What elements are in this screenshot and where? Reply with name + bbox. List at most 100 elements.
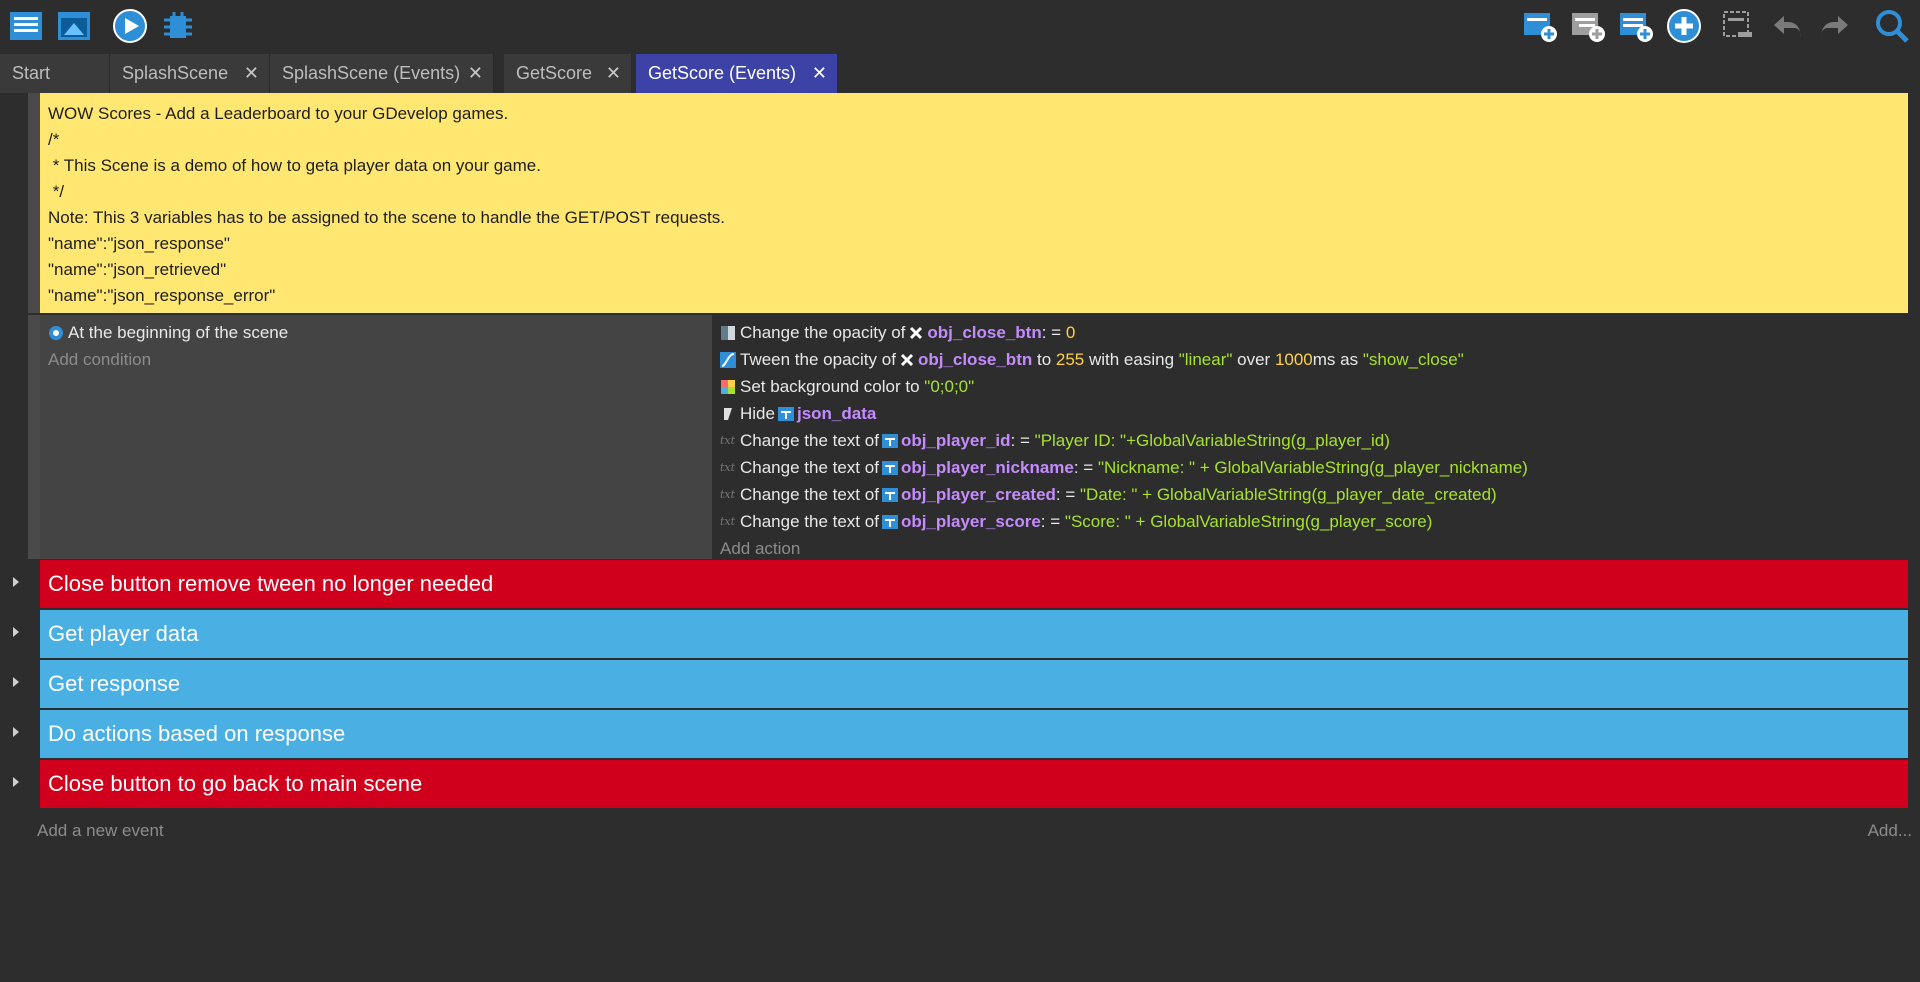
condition-text: At the beginning of the scene [68, 323, 289, 342]
debug-icon[interactable] [158, 6, 198, 46]
group-event-get-response[interactable]: Get response [40, 660, 1908, 708]
text-object-icon [881, 460, 898, 475]
action-text: Set background color to [740, 377, 925, 396]
object-name: obj_player_id [900, 431, 1011, 450]
text-action-icon: txt [720, 488, 736, 501]
comment-line: /* [48, 130, 60, 149]
toolbar [0, 0, 1920, 54]
action-row[interactable]: Set background color to "0;0;0" [720, 373, 1902, 400]
comment-line: "name":"json_response" [48, 234, 230, 253]
action-row[interactable]: Hide json_data [720, 400, 1902, 427]
comment-line: */ [48, 182, 65, 201]
close-object-icon [910, 326, 923, 339]
tab-splashscene[interactable]: SplashScene ✕ [110, 54, 270, 93]
string-value: "0;0;0" [924, 377, 975, 396]
string-value: "Date: " + GlobalVariableString(g_player… [1080, 485, 1497, 504]
operator-text: : = [1073, 458, 1098, 477]
action-text: over [1232, 350, 1275, 369]
actions-column: Change the opacity of obj_close_btn : = … [714, 315, 1908, 559]
expand-arrow-icon[interactable] [13, 577, 19, 587]
text-object-icon [881, 433, 898, 448]
close-icon[interactable]: ✕ [605, 63, 621, 83]
tab-label: GetScore [516, 63, 593, 83]
close-icon[interactable]: ✕ [243, 63, 259, 83]
action-text: Change the text of [740, 512, 879, 531]
close-icon[interactable]: ✕ [467, 63, 483, 83]
comment-line: "name":"json_retrieved" [48, 260, 227, 279]
action-text: Change the text of [740, 431, 879, 450]
close-icon[interactable]: ✕ [811, 63, 827, 83]
string-value: "show_close" [1362, 350, 1464, 369]
add-comment-icon[interactable] [1616, 6, 1656, 46]
event-gutter[interactable] [28, 315, 40, 559]
object-name: obj_player_created [900, 485, 1056, 504]
project-manager-icon[interactable] [6, 6, 46, 46]
value-text: 0 [1065, 323, 1076, 342]
undo-icon[interactable] [1768, 6, 1808, 46]
add-new-event-button[interactable]: Add a new event [37, 821, 164, 840]
tab-getscore[interactable]: GetScore ✕ [504, 54, 632, 93]
tab-start-page[interactable]: Start Page [0, 54, 110, 122]
event-gutter[interactable] [28, 93, 40, 313]
expand-arrow-icon[interactable] [13, 777, 19, 787]
object-name: obj_player_score [900, 512, 1041, 531]
object-name: obj_close_btn [917, 350, 1033, 369]
eye-icon [49, 325, 63, 340]
tab-splashscene-events[interactable]: SplashScene (Events) ✕ [270, 54, 494, 93]
expand-arrow-icon[interactable] [13, 727, 19, 737]
background-color-icon [721, 379, 735, 394]
conditions-column: At the beginning of the scene Add condit… [40, 315, 712, 559]
scene-editor-icon[interactable] [54, 6, 94, 46]
redo-icon[interactable] [1814, 6, 1854, 46]
action-row[interactable]: Change the opacity of obj_close_btn : = … [720, 319, 1902, 346]
expand-arrow-icon[interactable] [13, 627, 19, 637]
text-object-icon [881, 487, 898, 502]
string-value: "linear" [1178, 350, 1233, 369]
comment-event[interactable]: WOW Scores - Add a Leaderboard to your G… [40, 93, 1908, 313]
comment-line: Note: This 3 variables has to be assigne… [48, 208, 725, 227]
group-event-do-actions[interactable]: Do actions based on response [40, 710, 1908, 758]
events-sheet: WOW Scores - Add a Leaderboard to your G… [0, 93, 1920, 982]
tab-label: SplashScene [122, 63, 229, 83]
text-action-icon: txt [720, 515, 736, 528]
action-row[interactable]: txt Change the text of obj_player_create… [720, 481, 1902, 508]
text-object-icon [777, 406, 794, 421]
object-name: obj_close_btn [927, 323, 1042, 342]
add-other-icon[interactable] [1664, 6, 1704, 46]
preview-icon[interactable] [110, 6, 150, 46]
group-event-close-tween[interactable]: Close button remove tween no longer need… [40, 560, 1908, 608]
add-subevent-icon[interactable] [1568, 6, 1608, 46]
string-value: "Player ID: "+GlobalVariableString(g_pla… [1034, 431, 1390, 450]
string-value: "Score: " + GlobalVariableString(g_playe… [1064, 512, 1433, 531]
delete-icon[interactable] [1718, 6, 1758, 46]
comment-line: "name":"json_response_error" [48, 286, 276, 305]
standard-event: At the beginning of the scene Add condit… [40, 315, 1908, 559]
operator-text: : = [1040, 512, 1065, 531]
add-event-icon[interactable] [1520, 6, 1560, 46]
action-text: ms as [1312, 350, 1363, 369]
object-name: json_data [796, 404, 877, 423]
action-text: with easing [1084, 350, 1179, 369]
object-name: obj_player_nickname [900, 458, 1074, 477]
condition-row[interactable]: At the beginning of the scene [48, 319, 704, 346]
action-text: Hide [740, 404, 775, 423]
add-condition-button[interactable]: Add condition [48, 350, 152, 369]
action-row[interactable]: Tween the opacity of obj_close_btn to 25… [720, 346, 1902, 373]
action-row[interactable]: txt Change the text of obj_player_id : =… [720, 427, 1902, 454]
editor-tabs: Start Page SplashScene ✕ SplashScene (Ev… [0, 54, 1920, 122]
search-icon[interactable] [1872, 6, 1912, 46]
tab-label: SplashScene (Events) [282, 63, 461, 83]
opacity-icon [721, 325, 735, 340]
add-action-button[interactable]: Add action [720, 539, 801, 558]
comment-line: WOW Scores - Add a Leaderboard to your G… [48, 104, 509, 123]
tab-getscore-events[interactable]: GetScore (Events) ✕ [636, 54, 838, 93]
add-more-button[interactable]: Add... [1867, 821, 1912, 840]
action-row[interactable]: txt Change the text of obj_player_score … [720, 508, 1902, 535]
action-row[interactable]: txt Change the text of obj_player_nickna… [720, 454, 1902, 481]
tab-label: GetScore (Events) [648, 63, 797, 83]
tween-icon [720, 351, 736, 368]
expand-arrow-icon[interactable] [13, 677, 19, 687]
group-event-close-to-main[interactable]: Close button to go back to main scene [40, 760, 1908, 808]
operator-text: : = [1055, 485, 1081, 504]
group-event-get-player-data[interactable]: Get player data [40, 610, 1908, 658]
